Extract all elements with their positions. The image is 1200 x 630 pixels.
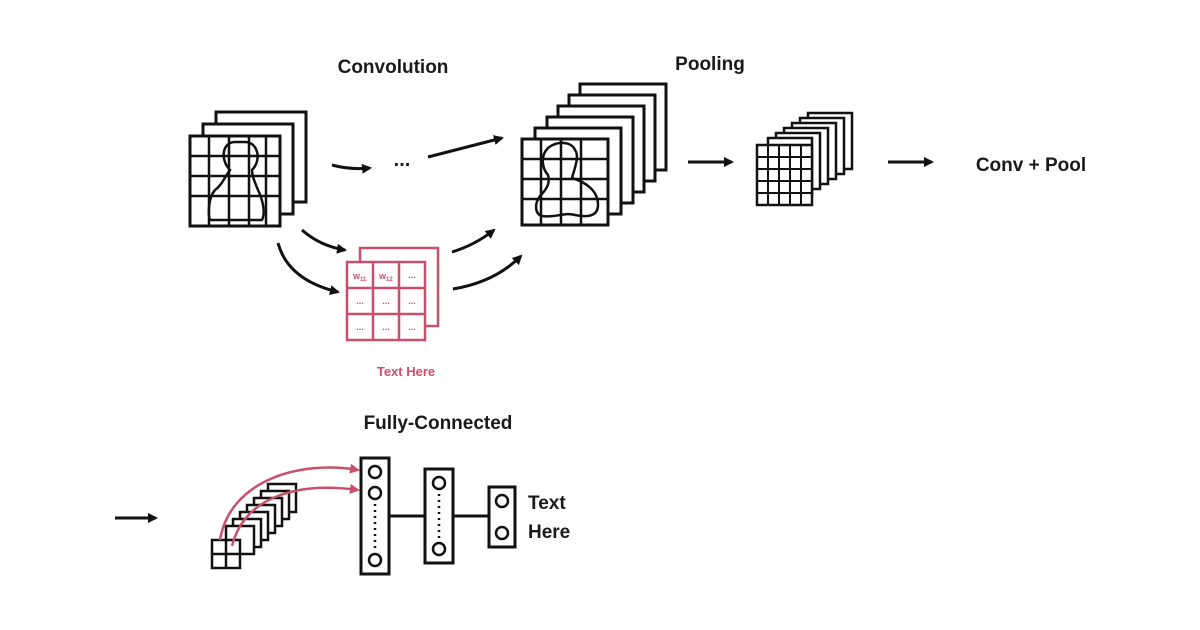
neuron xyxy=(431,541,447,557)
neuron xyxy=(494,493,510,509)
arrow-input-to-ellipsis xyxy=(331,163,372,174)
ellipsis-text: ... xyxy=(394,149,411,171)
pooled-grid xyxy=(757,145,812,205)
arrow-kernel-to-pooling-bottom xyxy=(452,254,523,291)
connection-arrow-top xyxy=(218,463,360,541)
output-label-line1: Text xyxy=(528,493,566,514)
convolution-title: Convolution xyxy=(338,57,449,78)
arrow-ellipsis-to-pooling xyxy=(427,135,504,159)
kernel-grid xyxy=(347,262,425,340)
arrow-input-to-kernel-top xyxy=(301,228,347,254)
kernel-cell: ... xyxy=(408,270,416,280)
neuron xyxy=(431,475,447,491)
convolved-grid xyxy=(522,139,608,225)
fully-connected-title: Fully-Connected xyxy=(364,413,513,434)
connection-arrow-bottom xyxy=(230,483,360,547)
flatten-stack xyxy=(210,482,298,570)
output-label-line2: Here xyxy=(528,522,570,543)
dense-layer-1 xyxy=(359,456,391,576)
kernel-cell: ... xyxy=(382,296,390,306)
pooling-title: Pooling xyxy=(675,54,745,75)
kernel-cell: ... xyxy=(408,322,416,332)
neuron xyxy=(494,525,510,541)
kernel-caption: Text Here xyxy=(377,364,435,379)
kernel-cell: ... xyxy=(408,296,416,306)
kernel-cell: ... xyxy=(356,322,364,332)
kernel-cell: ... xyxy=(356,296,364,306)
arrow-input-to-kernel-bottom xyxy=(276,242,340,295)
neuron xyxy=(367,464,383,480)
arrow-kernel-to-pooling-top xyxy=(451,228,496,254)
kernel-cell: ... xyxy=(382,322,390,332)
neuron xyxy=(367,552,383,568)
pooled-feature-stack xyxy=(755,111,854,207)
conv-pool-label: Conv + Pool xyxy=(976,155,1086,176)
dense-layer-2 xyxy=(423,467,455,565)
neuron xyxy=(367,485,383,501)
input-grid xyxy=(190,136,280,226)
output-layer xyxy=(487,485,517,549)
